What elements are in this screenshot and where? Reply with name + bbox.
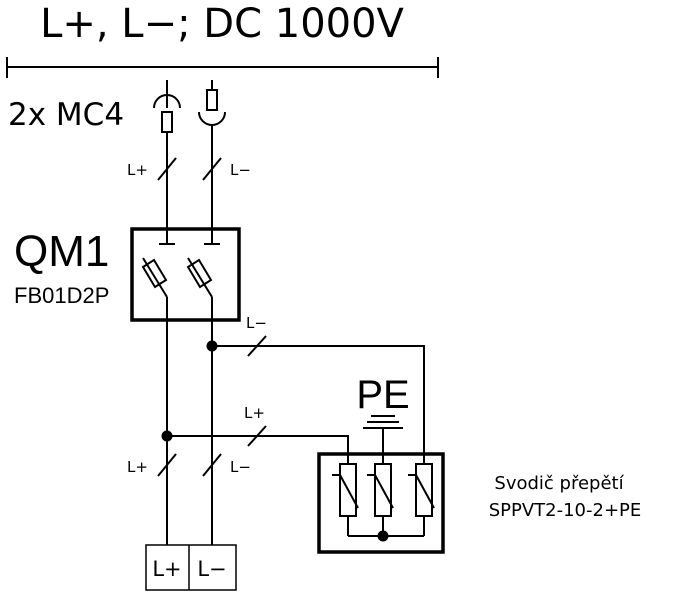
spd-varistor-2 [367,454,394,536]
bus-bar [6,57,439,78]
wire-label-lminus-bottom: L− [230,458,251,476]
qm1-fuse-minus [186,229,220,320]
qm1-type: FB01D2P [14,283,109,308]
wire-label-lminus-branch: L− [246,314,267,332]
terminal-minus: L− [197,557,226,581]
qm1-box [130,227,241,322]
wire-label-lminus-top: L− [230,161,251,179]
terminal-block [145,544,237,591]
wire-marker-lplus-branch [247,425,267,447]
wire-marker-lplus-bottom [157,453,177,477]
pe-ground-icon [363,415,403,454]
wire-lminus-branch [212,345,425,454]
qm1-fuse-plus [141,229,175,320]
spd-common-junction [377,530,389,542]
spd-box [317,452,445,554]
qm1-name: QM1 [14,227,109,276]
connector-label: 2x MC4 [8,97,124,133]
wire-marker-lplus-top [157,157,177,181]
wire-label-lplus-branch: L+ [244,404,265,422]
terminal-plus: L+ [152,557,181,581]
wire-marker-lminus-branch [247,335,267,357]
wire-marker-lminus-bottom [202,453,222,477]
spd-varistor-1 [332,454,359,536]
bus-label: L+, L−; DC 1000V [40,1,404,47]
spd-title: Svodič přepětí [494,473,624,494]
wire-label-lplus-top: L+ [127,161,148,179]
wire-label-lplus-bottom: L+ [127,458,148,476]
spd-varistor-3 [408,454,435,536]
wire-marker-lminus-top [202,157,222,181]
mc4-connector-plus [153,80,181,228]
mc4-connector-minus [198,80,226,228]
wire-lplus-branch [167,435,349,454]
pe-label: PE [356,373,409,417]
spd-type: SPPVT2-10-2+PE [489,500,642,521]
